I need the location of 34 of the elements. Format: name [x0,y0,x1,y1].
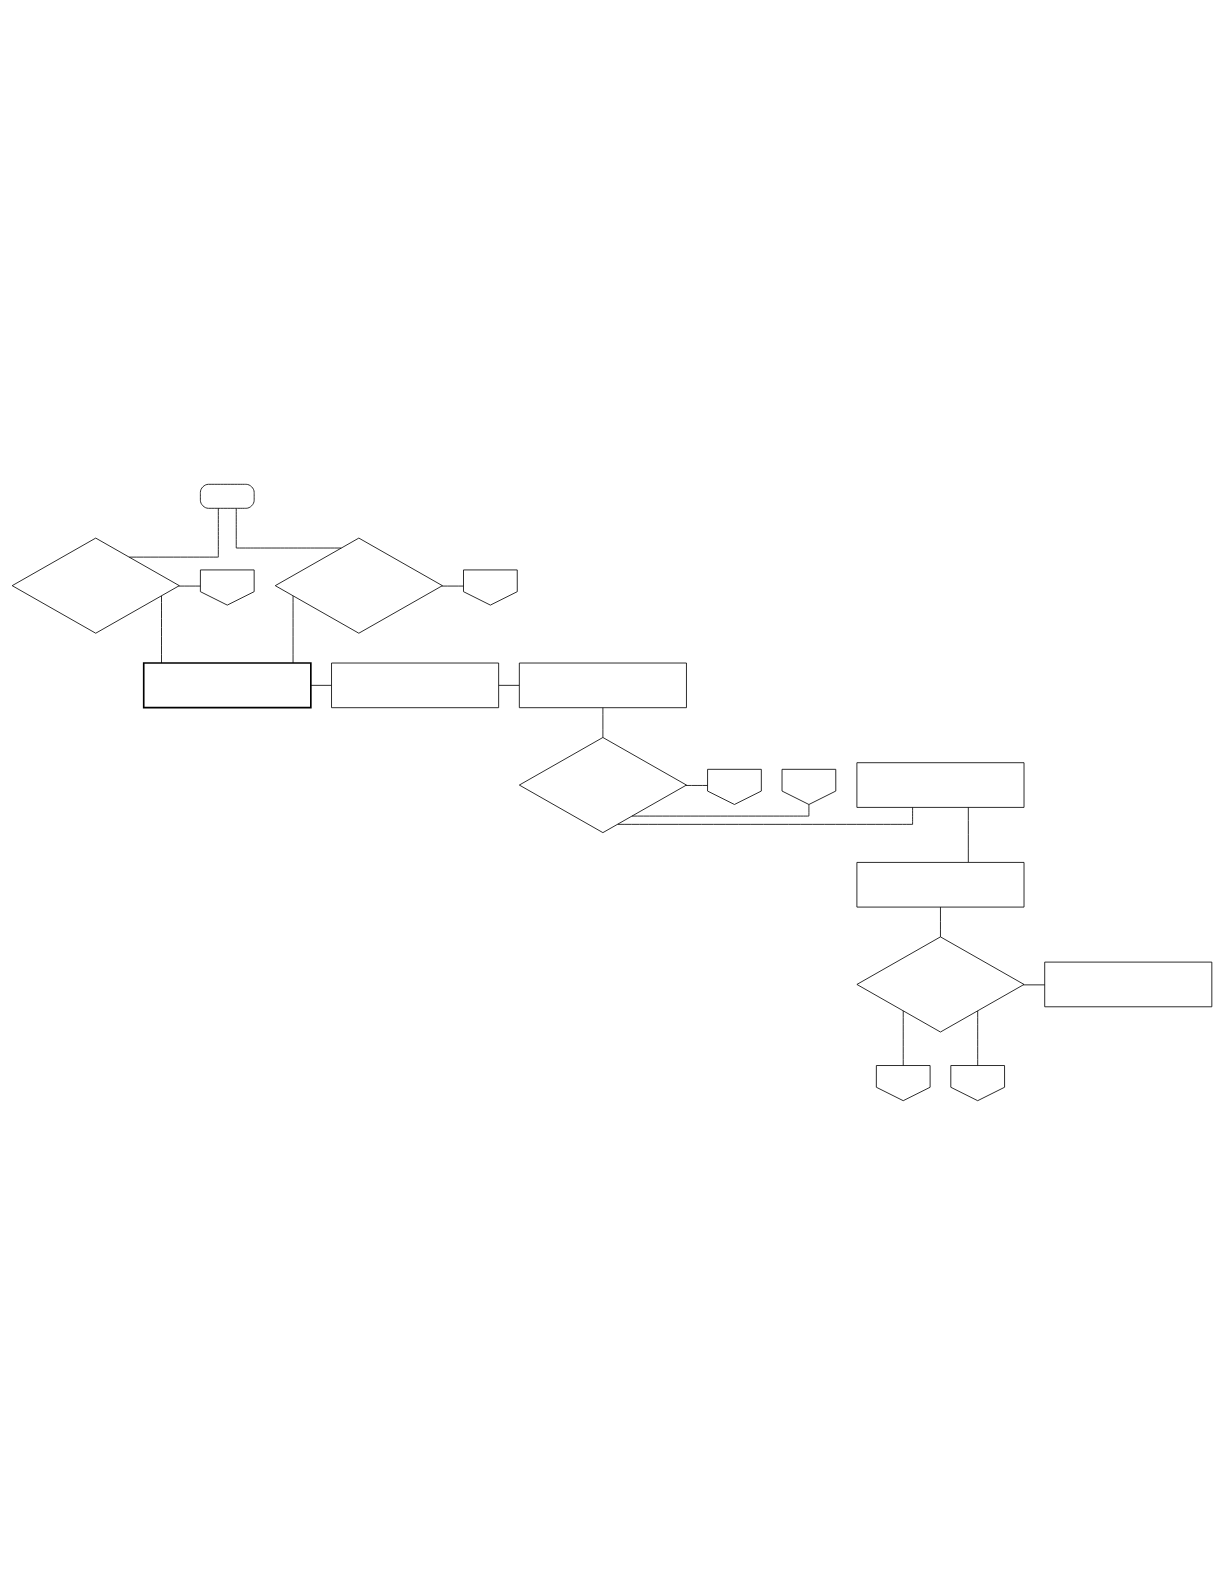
node-box [1044,961,1213,1007]
node-pentagon [463,569,518,605]
node-pentagon [707,768,762,805]
connector [178,585,201,586]
node-box [518,662,687,708]
connector [967,806,969,863]
connector [940,906,941,937]
connector [902,1010,904,1066]
node-pentagon [781,768,837,805]
connector [498,684,520,686]
connector [310,684,332,686]
node-box [856,861,1025,907]
node-box [199,483,255,509]
node-box [331,662,500,708]
connector [441,585,464,586]
connector [617,806,913,825]
node-box [142,661,312,709]
node-pentagon [875,1064,931,1101]
node-diamond [11,537,180,634]
node-diamond [274,537,443,634]
node-pentagon [950,1064,1005,1101]
node-pentagon [199,569,255,605]
connector [235,507,342,548]
node-diamond [518,736,687,833]
connector [1022,983,1046,985]
connector [128,507,219,558]
connector [685,784,708,786]
node-box [856,761,1025,808]
connector [292,595,294,663]
connector [602,706,604,738]
connector [161,595,162,663]
node-diamond [856,935,1025,1032]
connector [977,1010,979,1066]
connector [631,803,810,816]
